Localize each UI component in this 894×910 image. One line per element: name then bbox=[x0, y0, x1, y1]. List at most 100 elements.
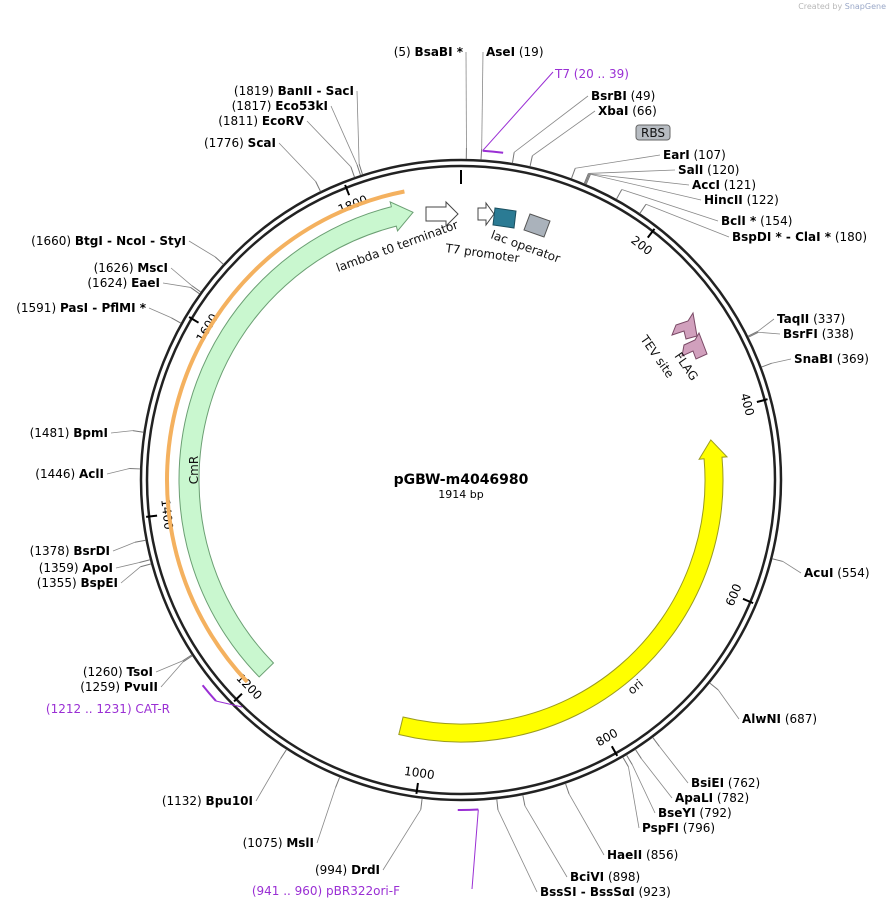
site-haeii[interactable]: HaeII (856) bbox=[565, 783, 678, 862]
site-banii-saci[interactable]: (1819) BanII - SacI bbox=[234, 84, 363, 175]
site-leader bbox=[758, 331, 781, 335]
site-leader bbox=[575, 154, 661, 169]
site-bsssi-bsss-i[interactable]: BssSI - BssSαI (923) bbox=[496, 798, 671, 899]
primer-t7[interactable]: T7 (20 .. 39) bbox=[482, 67, 629, 154]
site-acui[interactable]: AcuI (554) bbox=[772, 558, 870, 580]
site-leader bbox=[588, 169, 676, 174]
site-label: BsrFI (338) bbox=[783, 327, 854, 341]
site-tick bbox=[772, 558, 783, 562]
site-alwni[interactable]: AlwNI (687) bbox=[709, 682, 817, 726]
site-xbai[interactable]: XbaI (66) bbox=[529, 104, 657, 167]
site-bseyi[interactable]: BseYI (792) bbox=[626, 754, 732, 820]
site-leader bbox=[278, 142, 316, 182]
site-asei[interactable]: AseI (19) bbox=[480, 45, 544, 160]
tick-mark bbox=[756, 398, 768, 403]
site-leader bbox=[513, 95, 589, 153]
primers-layer: T7 (20 .. 39) (1212 .. 1231) CAT-R (941 ..… bbox=[46, 67, 629, 898]
site-bcivi[interactable]: BciVI (898) bbox=[522, 794, 640, 884]
backbone-outer bbox=[139, 158, 783, 802]
site-leader bbox=[382, 809, 422, 871]
site-leader bbox=[532, 110, 596, 157]
site-leader bbox=[645, 203, 730, 238]
site-label: PspFI (796) bbox=[642, 821, 715, 835]
primer-arc bbox=[482, 149, 504, 154]
site-bsrfi[interactable]: BsrFI (338) bbox=[748, 327, 854, 341]
site-label: (994) DrdI bbox=[315, 863, 380, 877]
cm-orange-arc bbox=[165, 189, 405, 684]
site-tick bbox=[626, 754, 633, 765]
site-label: (1660) BtgI - NcoI - StyI bbox=[31, 234, 186, 248]
site-pvuii[interactable]: (1259) PvuII bbox=[80, 655, 193, 694]
sites-layer: (5) BsaBI * AseI (19)BsrBI (49)XbaI (66) E… bbox=[16, 45, 869, 899]
site-tick bbox=[280, 749, 287, 759]
site-leader bbox=[155, 660, 183, 673]
site-scai[interactable]: (1776) ScaI bbox=[204, 136, 321, 192]
label-cmr: CmR bbox=[187, 456, 201, 484]
site-tick bbox=[420, 798, 423, 810]
site-leader bbox=[621, 189, 719, 222]
tick-mark bbox=[146, 514, 158, 518]
lac-operator-box-grey bbox=[523, 213, 551, 238]
site-label: (1481) BpmI bbox=[30, 426, 108, 440]
primer-cat-r[interactable]: (1212 .. 1231) CAT-R bbox=[46, 684, 243, 716]
site-drdi[interactable]: (994) DrdI bbox=[315, 798, 423, 877]
site-leader bbox=[757, 318, 775, 332]
tev-arrow bbox=[671, 311, 698, 340]
site-bsabi-[interactable]: (5) BsaBI * bbox=[394, 45, 467, 160]
site-btgi-ncoi-styi[interactable]: (1660) BtgI - NcoI - StyI bbox=[31, 234, 224, 265]
site-acci[interactable]: AccI (121) bbox=[584, 173, 756, 192]
site-pspfi[interactable]: PspFI (796) bbox=[622, 756, 715, 835]
site-tick bbox=[748, 331, 759, 338]
site-bpmi[interactable]: (1481) BpmI bbox=[30, 426, 144, 440]
site-label: (5) BsaBI * bbox=[394, 45, 464, 59]
site-sali[interactable]: SalI (120) bbox=[583, 163, 739, 184]
site-tick bbox=[132, 430, 144, 433]
site-label: BclI * (154) bbox=[721, 214, 792, 228]
site-label: AccI (121) bbox=[692, 178, 756, 192]
site-eaei[interactable]: (1624) EaeI bbox=[87, 276, 200, 295]
site-tick bbox=[616, 189, 623, 200]
site-apali[interactable]: ApaLI (782) bbox=[635, 749, 749, 805]
site-tsoi[interactable]: (1260) TsoI bbox=[83, 654, 193, 679]
site-bspdi-clai-[interactable]: BspDI * - ClaI * (180) bbox=[639, 203, 867, 244]
tick-label: 200 bbox=[628, 233, 655, 258]
site-leader bbox=[115, 562, 140, 569]
flag-arrow bbox=[681, 331, 708, 360]
credit-prefix: Created by bbox=[798, 2, 843, 11]
site-bspei[interactable]: (1355) BspEI bbox=[37, 563, 152, 590]
site-msci[interactable]: (1626) MscI bbox=[94, 261, 202, 293]
tick-mark bbox=[415, 782, 419, 794]
site-tick bbox=[761, 362, 772, 368]
primer-pbr322ori-f[interactable]: (941 .. 960) pBR322ori-F bbox=[252, 808, 479, 898]
site-bsiei[interactable]: BsiEI (762) bbox=[652, 737, 760, 790]
site-leader bbox=[306, 120, 352, 168]
site-pasi-pflmi-[interactable]: (1591) PasI - PflMI * bbox=[16, 301, 182, 324]
site-eari[interactable]: EarI (107) bbox=[570, 148, 726, 179]
site-apoi[interactable]: (1359) ApoI bbox=[39, 559, 151, 575]
tick-label: 1000 bbox=[403, 764, 435, 782]
site-bsrbi[interactable]: BsrBI (49) bbox=[511, 89, 655, 164]
site-hincii[interactable]: HincII (122) bbox=[585, 173, 779, 207]
site-label: EarI (107) bbox=[663, 148, 726, 162]
site-acli[interactable]: (1446) AclI bbox=[35, 467, 141, 481]
site-bpu10i[interactable]: (1132) Bpu10I bbox=[162, 749, 287, 808]
site-bsrdi[interactable]: (1378) BsrDI bbox=[30, 539, 146, 558]
site-tick bbox=[190, 287, 200, 295]
site-msli[interactable]: (1075) MslI bbox=[243, 777, 341, 850]
site-ecorv[interactable]: (1811) EcoRV bbox=[218, 114, 355, 178]
cmr-arrow bbox=[178, 201, 414, 678]
site-label: HincII (122) bbox=[704, 193, 779, 207]
site-snabi[interactable]: SnaBI (369) bbox=[761, 352, 869, 368]
site-label: (1446) AclI bbox=[35, 467, 104, 481]
site-eco53ki[interactable]: (1817) Eco53kI bbox=[232, 99, 361, 176]
site-taqii[interactable]: TaqII (337) bbox=[747, 312, 845, 337]
site-label: (1075) MslI bbox=[243, 836, 314, 850]
site-label: (1355) BspEI bbox=[37, 576, 118, 590]
site-leader bbox=[589, 173, 690, 186]
site-bcli-[interactable]: BclI * (154) bbox=[616, 189, 792, 228]
site-leader bbox=[148, 307, 172, 319]
site-label: (1359) ApoI bbox=[39, 561, 113, 575]
site-tick bbox=[315, 181, 321, 192]
site-leader bbox=[316, 787, 336, 844]
primer-leader bbox=[215, 700, 243, 708]
